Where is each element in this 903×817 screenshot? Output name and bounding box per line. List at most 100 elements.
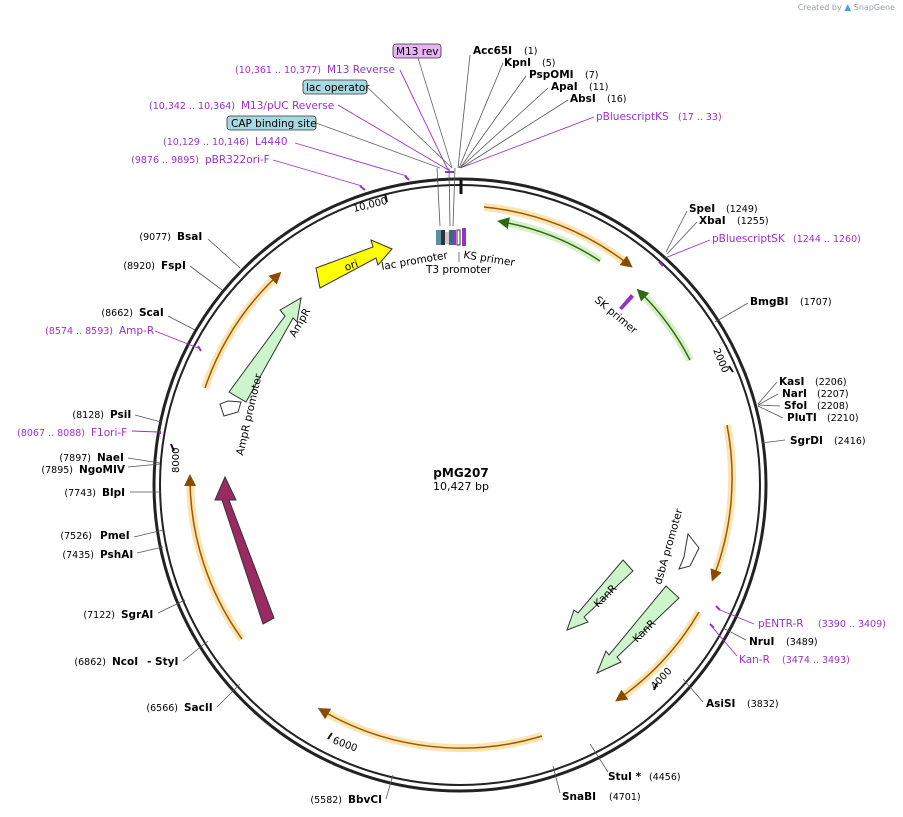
- tick-label-6000: 6000: [331, 735, 359, 754]
- enzyme-acc65i: Acc65I: [473, 45, 512, 57]
- enzyme-fspi: FspI: [161, 260, 186, 272]
- box-leader-lines: [315, 57, 453, 169]
- enzyme-sgrdi: SgrDI: [790, 435, 823, 447]
- enzyme-blpi-pos: (7743): [64, 488, 96, 499]
- primer-kan-r: Kan-R: [739, 654, 770, 666]
- primer-marks: [159, 171, 721, 629]
- enzyme-acc65i-pos: (1): [524, 46, 537, 57]
- enzyme-scai-pos: (8662): [101, 308, 133, 319]
- enzyme-sacii: SacII: [184, 702, 213, 714]
- primer-pentr-r: pENTR-R: [758, 618, 804, 630]
- enzyme-xbai: XbaI: [699, 215, 726, 227]
- enzyme-labels-right: Acc65I (1) KpnI (5) PspOMI (7) ApaI (11)…: [473, 45, 866, 803]
- enzyme-pluti-pos: (2210): [827, 413, 859, 424]
- snapgene-brand: Created by ▲ SnapGene: [798, 3, 895, 13]
- feature-sk-primer-label: SK primer: [592, 294, 640, 337]
- enzyme-pshai-pos: (7435): [62, 550, 94, 561]
- lac-region-cluster: [436, 228, 466, 246]
- enzyme-blpi: BlpI: [102, 487, 125, 499]
- plasmid-size: 10,427 bp: [433, 480, 489, 493]
- enzyme-pshai: PshAI: [100, 549, 133, 561]
- enzyme-sgrai-pos: (7122): [83, 610, 115, 621]
- enzyme-bsai-pos: (9077): [139, 232, 171, 243]
- enzyme-nrui-pos: (3489): [786, 637, 818, 648]
- enzyme-pmei: PmeI: [100, 530, 130, 542]
- primer-pbluescriptsk: pBluescriptSK: [712, 233, 786, 245]
- enzyme-naei-pos: (7897): [59, 453, 91, 464]
- enzyme-pspomi: PspOMI: [529, 69, 574, 81]
- primer-pbluescriptks-range: (17 .. 33): [678, 112, 722, 123]
- enzyme-pluti: PluTI: [787, 412, 817, 424]
- enzyme-bsai: BsaI: [177, 231, 202, 243]
- enzyme-stui: StuI *: [608, 771, 642, 783]
- enzyme-asisi-pos: (3832): [747, 699, 779, 710]
- enzyme-absi: AbsI: [570, 93, 596, 105]
- box-lac-operator-label: lac operator: [306, 82, 370, 94]
- enzyme-psii-pos: (8128): [72, 410, 104, 421]
- plasmid-name: pMG207: [433, 466, 488, 480]
- enzyme-spei-pos: (1249): [726, 204, 758, 215]
- enzyme-fspi-pos: (8920): [123, 261, 155, 272]
- enzyme-kasi-pos: (2206): [815, 377, 847, 388]
- box-cap-binding-site-label: CAP binding site: [231, 118, 317, 130]
- backbone-outer: [152, 177, 768, 793]
- enzyme-bbvci-pos: (5582): [310, 795, 342, 806]
- primer-pbr322ori-f-range: (9876 .. 9895): [131, 155, 199, 166]
- enzyme-labels-left: (5582) BbvCI (6566) SacII (6862) NcoI - …: [41, 231, 382, 806]
- enzyme-snabi: SnaBI: [562, 791, 596, 803]
- primer-pentr-r-range: (3390 .. 3409): [818, 619, 886, 630]
- leader-lines: [127, 54, 786, 800]
- primer-f1ori-f-range: (8067 .. 8088): [17, 428, 85, 439]
- feature-t3-promoter-label: T3 promoter: [425, 264, 492, 276]
- enzyme-kpni-pos: (5): [542, 58, 555, 69]
- primer-amp-r-range: (8574 .. 8593): [45, 326, 113, 337]
- box-lac-operator: lac operator: [302, 79, 370, 95]
- feature-ori-label: ori: [343, 258, 360, 274]
- primer-pbr322ori-f: pBR322ori-F: [205, 154, 270, 166]
- reca-arrow: [214, 475, 275, 625]
- enzyme-asisi: AsiSI: [706, 698, 735, 710]
- primer-leader-lines: [131, 69, 755, 657]
- enzyme-sfoi-pos: (2208): [817, 401, 849, 412]
- enzyme-ncoi: NcoI: [112, 656, 138, 668]
- brand-created-by: Created by: [797, 3, 842, 12]
- tick-label-2000: 2000: [710, 347, 730, 375]
- box-m13-rev: M13 rev: [392, 43, 442, 59]
- ampr-arrow: [228, 297, 302, 403]
- enzyme-scai: ScaI: [139, 307, 164, 319]
- enzyme-styi: - StyI: [147, 656, 178, 668]
- box-m13-rev-label: M13 rev: [396, 46, 439, 58]
- primer-pbluescriptks: pBluescriptKS: [596, 111, 669, 123]
- primer-f1ori-f: F1ori-F: [91, 427, 127, 439]
- enzyme-bmgbi: BmgBI: [750, 296, 788, 308]
- enzyme-spei: SpeI: [689, 203, 715, 215]
- enzyme-sacii-pos: (6566): [146, 703, 178, 714]
- scale-ticks: [170, 193, 734, 740]
- primer-labels: (10,361 .. 10,377) M13 Reverse (10,342 .…: [17, 64, 886, 666]
- dsba-promoter-arrow: [678, 532, 700, 570]
- enzyme-ncoi-pos: (6862): [74, 657, 106, 668]
- enzyme-xbai-pos: (1255): [737, 216, 769, 227]
- enzyme-pspomi-pos: (7): [585, 70, 598, 81]
- enzyme-sgrdi-pos: (2416): [834, 436, 866, 447]
- primer-kan-r-range: (3474 .. 3493): [782, 655, 850, 666]
- sk-primer-mark: [619, 294, 634, 310]
- snapgene-logo-icon: ▲: [844, 3, 852, 13]
- primer-l4440-range: (10,129 .. 10,146): [163, 137, 249, 148]
- kanr1-arrow: [566, 559, 634, 631]
- primer-l4440: L4440: [255, 136, 288, 148]
- primer-m13-puc-reverse: M13/pUC Reverse: [241, 100, 334, 112]
- box-cap-binding-site: CAP binding site: [226, 115, 317, 131]
- enzyme-kpni: KpnI: [504, 57, 531, 69]
- orange-arcs: [184, 203, 737, 753]
- enzyme-pmei-pos: (7526): [60, 531, 92, 542]
- enzyme-naei: NaeI: [97, 452, 124, 464]
- enzyme-nari-pos: (2207): [817, 389, 849, 400]
- enzyme-snabi-pos: (4701): [609, 792, 641, 803]
- primer-m13-puc-reverse-range: (10,342 .. 10,364): [149, 101, 235, 112]
- enzyme-nari: NarI: [782, 388, 807, 400]
- enzyme-bbvci: BbvCI: [348, 794, 382, 806]
- primer-m13-reverse-range: (10,361 .. 10,377): [235, 65, 321, 76]
- primer-amp-r: Amp-R: [119, 325, 154, 337]
